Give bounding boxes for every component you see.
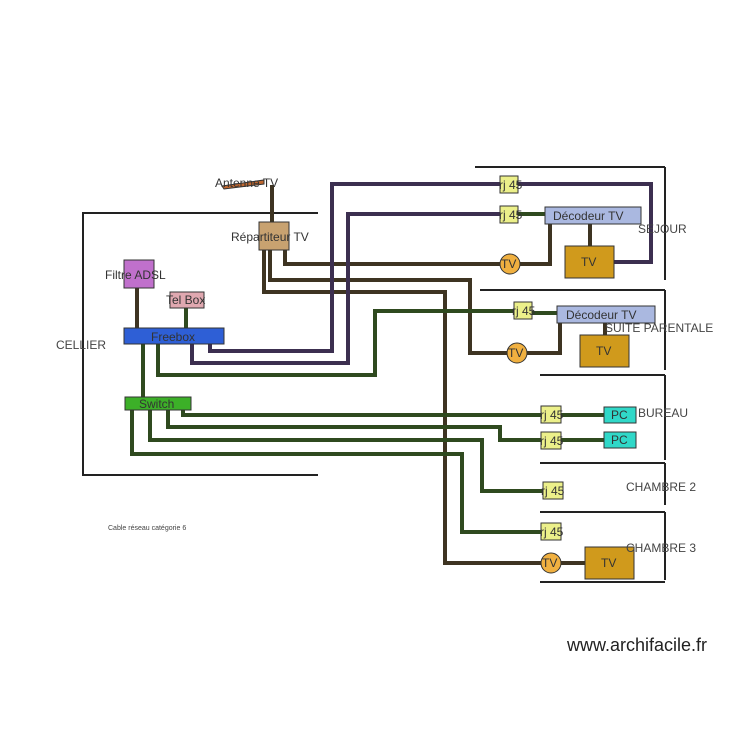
svg-text:PC: PC xyxy=(611,433,628,447)
cable-switch-pc-bureau-2 xyxy=(166,410,541,442)
cable-tvsocket-decodeur-suite xyxy=(527,323,562,355)
cable-freebox-rj45-sejour-2 xyxy=(190,212,500,365)
antenna: Antenne TV xyxy=(215,176,278,190)
pc-bureau-1: PC xyxy=(603,406,637,424)
rj45-chambre3: rj 45 xyxy=(540,522,564,541)
tv-socket-sejour: TV xyxy=(499,253,521,275)
rj45-sejour-2: rj 45 xyxy=(499,205,523,224)
watermark: www.archifacile.fr xyxy=(566,635,707,655)
svg-text:TV: TV xyxy=(542,556,557,570)
legend-text: Cable réseau catégorie 6 xyxy=(108,525,186,532)
cable-switch-chambre2 xyxy=(148,410,543,493)
cable-switch-pc-bureau-1 xyxy=(181,410,541,417)
rj45-bureau-1: rj 45 xyxy=(540,405,564,424)
tv-sejour: TV xyxy=(564,245,615,279)
room-bureau: BUREAU xyxy=(638,406,688,420)
room-chambre2: CHAMBRE 2 xyxy=(626,480,696,494)
room-cellier: CELLIER xyxy=(56,338,106,352)
repartiteur: Répartiteur TV xyxy=(231,221,309,251)
antenna-icon xyxy=(221,179,265,190)
tv-chambre3: TV xyxy=(584,546,635,580)
tv-socket-suite: TV xyxy=(506,342,528,364)
rj45-chambre2: rj 45 xyxy=(541,481,565,500)
cables xyxy=(130,182,653,565)
tel-box: Tel Box xyxy=(166,291,205,309)
decodeur-suite: Décodeur TV xyxy=(556,305,656,324)
tv-socket-chambre3: TV xyxy=(540,552,562,574)
walls xyxy=(82,166,666,583)
svg-text:Décodeur TV: Décodeur TV xyxy=(566,308,636,322)
svg-text:rj 45: rj 45 xyxy=(541,484,565,498)
svg-text:TV: TV xyxy=(601,556,616,570)
svg-text:TV: TV xyxy=(596,344,611,358)
filtre-label: Filtre ADSL xyxy=(105,268,166,282)
svg-text:TV: TV xyxy=(501,257,516,271)
room-chambre3: CHAMBRE 3 xyxy=(626,541,696,555)
rj45-sockets: rj 45 rj 45 rj 45 rj 45 rj 45 rj 45 rj 4… xyxy=(499,175,565,541)
svg-text:TV: TV xyxy=(508,346,523,360)
svg-text:rj 45: rj 45 xyxy=(540,408,564,422)
svg-text:rj 45: rj 45 xyxy=(540,525,564,539)
svg-text:TV: TV xyxy=(581,255,596,269)
rj45-sejour-1: rj 45 xyxy=(499,175,523,194)
tv-suite: TV xyxy=(579,334,630,368)
cable-coax-sejour xyxy=(283,250,510,266)
cable-freebox-rj45-sejour-1 xyxy=(208,182,500,353)
freebox: Freebox xyxy=(123,327,225,345)
decodeur-sejour: Décodeur TV xyxy=(544,206,642,225)
antenna-label: Antenne TV xyxy=(215,176,278,190)
filtre-adsl: Filtre ADSL xyxy=(105,259,166,289)
pc-bureau-2: PC xyxy=(603,431,637,449)
switch: Switch xyxy=(124,396,192,411)
cable-switch-chambre3 xyxy=(130,410,541,534)
cable-coax-chambre3 xyxy=(262,250,550,565)
rj45-bureau-2: rj 45 xyxy=(540,431,564,450)
cable-rj45-decodeur-sejour xyxy=(518,182,653,264)
svg-text:rj 45: rj 45 xyxy=(540,434,564,448)
cable-freebox-rj45-suite xyxy=(156,309,514,377)
svg-text:rj 45: rj 45 xyxy=(512,304,536,318)
room-sejour: SEJOUR xyxy=(638,222,687,236)
svg-text:PC: PC xyxy=(611,408,628,422)
cable-tvsocket-decodeur xyxy=(520,224,552,266)
svg-text:rj 45: rj 45 xyxy=(499,208,523,222)
room-suite: SUITE PARENTALE xyxy=(605,321,713,335)
svg-text:Décodeur TV: Décodeur TV xyxy=(553,209,623,223)
repartiteur-label: Répartiteur TV xyxy=(231,230,309,244)
telbox-label: Tel Box xyxy=(166,293,205,307)
svg-text:rj 45: rj 45 xyxy=(499,178,523,192)
freebox-label: Freebox xyxy=(151,330,195,344)
switch-label: Switch xyxy=(139,397,174,411)
room-labels: CELLIER SEJOUR SUITE PARENTALE BUREAU CH… xyxy=(56,222,713,555)
rj45-suite: rj 45 xyxy=(512,301,536,320)
cable-coax-suite xyxy=(268,250,517,355)
tv-sockets: TV TV TV xyxy=(499,253,562,574)
